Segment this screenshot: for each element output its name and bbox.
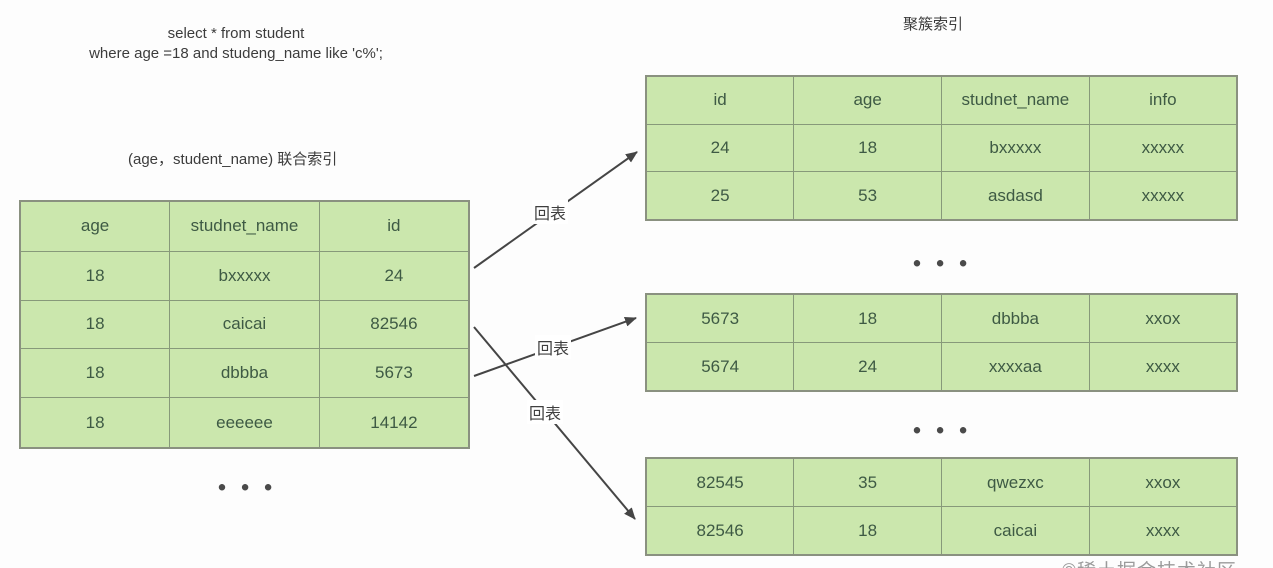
- column-header: age: [793, 75, 942, 125]
- column-header: studnet_name: [169, 200, 320, 252]
- table-cell: 18: [793, 123, 942, 173]
- table-cell: asdasd: [941, 171, 1090, 221]
- table-cell: 82545: [645, 457, 795, 507]
- table-cell: 5673: [645, 293, 795, 343]
- table-cell: caicai: [941, 506, 1090, 556]
- column-header: id: [645, 75, 795, 125]
- table-cell: xxox: [1088, 457, 1238, 507]
- back-to-table-label: 回表: [531, 200, 569, 224]
- composite-index-label: (age，student_name) 联合索引: [128, 151, 338, 168]
- table-cell: 5674: [645, 342, 795, 392]
- ellipsis-dots: ●●●: [912, 421, 982, 439]
- sql-query: select * from student where age =18 and …: [52, 24, 420, 64]
- table-cell: 24: [793, 342, 942, 392]
- table-cell: 18: [19, 250, 171, 301]
- table-cell: 5673: [318, 348, 470, 399]
- table-cell: xxox: [1088, 293, 1238, 343]
- column-header: info: [1088, 75, 1238, 125]
- table-cell: dbbba: [169, 348, 320, 399]
- back-to-table-label: 回表: [526, 400, 564, 424]
- table-cell: xxxx: [1088, 506, 1238, 556]
- table-cell: 18: [19, 397, 171, 449]
- watermark: ©稀土掘金技术社区: [1062, 556, 1237, 568]
- column-header: studnet_name: [941, 75, 1090, 125]
- table-cell: 18: [793, 293, 942, 343]
- table-cell: 82546: [645, 506, 795, 556]
- ellipsis-dots: ●●●: [912, 254, 982, 272]
- clustered-index-label: 聚簇索引: [903, 16, 964, 33]
- table-cell: qwezxc: [941, 457, 1090, 507]
- sql-line-2: where age =18 and studeng_name like 'c%'…: [89, 45, 383, 62]
- table-cell: 53: [793, 171, 942, 221]
- table-cell: 18: [19, 299, 171, 350]
- table-cell: caicai: [169, 299, 320, 350]
- table-cell: xxxxx: [1088, 123, 1238, 173]
- table-cell: 24: [645, 123, 795, 173]
- table-cell: eeeeee: [169, 397, 320, 449]
- table-cell: 18: [19, 348, 171, 399]
- column-header: id: [318, 200, 470, 252]
- table-cell: dbbba: [941, 293, 1090, 343]
- table-cell: 35: [793, 457, 942, 507]
- table-cell: xxxx: [1088, 342, 1238, 392]
- table-cell: bxxxxx: [169, 250, 320, 301]
- table-cell: bxxxxx: [941, 123, 1090, 173]
- table-cell: 82546: [318, 299, 470, 350]
- table-cell: 18: [793, 506, 942, 556]
- table-cell: xxxxaa: [941, 342, 1090, 392]
- table-cell: xxxxx: [1088, 171, 1238, 221]
- back-to-table-label: 回表: [534, 335, 572, 359]
- column-header: age: [19, 200, 171, 252]
- table-cell: 14142: [318, 397, 470, 449]
- table-cell: 25: [645, 171, 795, 221]
- ellipsis-dots: ●●●: [217, 478, 287, 496]
- table-cell: 24: [318, 250, 470, 301]
- sql-line-1: select * from student: [167, 25, 305, 42]
